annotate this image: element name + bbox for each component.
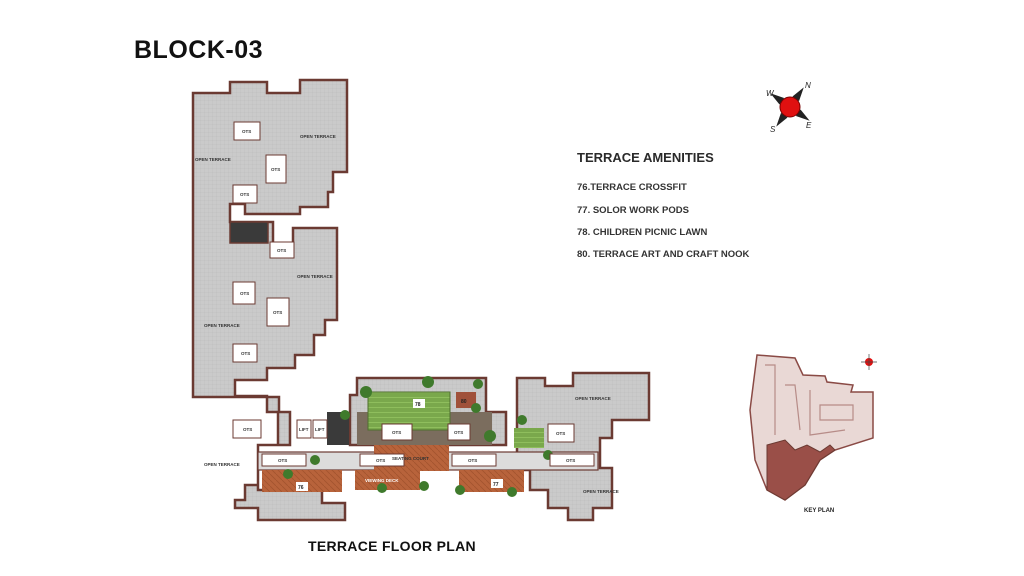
- label-80: 80: [461, 399, 467, 405]
- ots-label: OTS: [240, 192, 249, 197]
- open-terrace-label: OPEN TERRACE: [583, 489, 619, 494]
- compass-center: [779, 96, 801, 118]
- ots-label: OTS: [566, 458, 575, 463]
- ots-label: OTS: [241, 351, 250, 356]
- ots-label: OTS: [454, 430, 463, 435]
- stair-block: [229, 221, 269, 244]
- amenities-title: TERRACE AMENITIES: [577, 150, 714, 165]
- ots-label: OTS: [240, 291, 249, 296]
- compass-west-needle: [770, 93, 785, 105]
- amenity-item: 80. TERRACE ART AND CRAFT NOOK: [577, 249, 750, 260]
- compass-east-needle: [795, 109, 810, 121]
- amenity-item: 78. CHILDREN PICNIC LAWN: [577, 227, 708, 238]
- lift-label: LIFT: [315, 427, 325, 432]
- viewing-deck: [355, 470, 420, 490]
- compass-north-needle: [792, 87, 804, 102]
- compass-n-label: N: [805, 81, 811, 90]
- plan-title: TERRACE FLOOR PLAN: [308, 538, 476, 554]
- open-terrace-label: OPEN TERRACE: [204, 462, 240, 467]
- open-terrace-label: OPEN TERRACE: [195, 157, 231, 162]
- viewing-deck-label: VIEWING DECK: [365, 478, 399, 483]
- seating-court-label: SEATING COURT: [392, 456, 429, 461]
- amenity-item: 77. SOLOR WORK PODS: [577, 205, 689, 216]
- ots-label: OTS: [242, 129, 251, 134]
- label-76: 76: [298, 485, 304, 491]
- label-78: 78: [415, 402, 421, 408]
- ots-label: OTS: [271, 167, 280, 172]
- ots-label: OTS: [243, 427, 252, 432]
- art-nook-80: [456, 392, 476, 408]
- open-terrace-label: OPEN TERRACE: [575, 396, 611, 401]
- lift-core-block: [327, 412, 349, 445]
- compass-w-label: W: [766, 89, 775, 98]
- label-77: 77: [493, 482, 499, 488]
- key-plan-block-highlight: [766, 439, 836, 501]
- key-plan-label: KEY PLAN: [804, 508, 835, 514]
- amenity-item: 76.TERRACE CROSSFIT: [577, 182, 687, 193]
- key-plan-buildings: [765, 364, 854, 436]
- deck-76: [262, 470, 342, 492]
- right-tower-terrace: [515, 371, 651, 522]
- ots-label: OTS: [376, 458, 385, 463]
- open-terrace-label: OPEN TERRACE: [300, 134, 336, 139]
- ots-label: OTS: [278, 458, 287, 463]
- ots-label: OTS: [277, 248, 286, 253]
- open-terrace-label: OPEN TERRACE: [204, 323, 240, 328]
- ots-label: OTS: [392, 430, 401, 435]
- ots-boxes: [232, 121, 595, 467]
- ots-label: OTS: [273, 310, 282, 315]
- compass-s-label: S: [770, 125, 776, 134]
- compass-icon: N E S W: [766, 81, 812, 134]
- lift-label: LIFT: [299, 427, 309, 432]
- lawn-patch: [514, 428, 544, 448]
- compass-south-needle: [776, 112, 788, 127]
- trees: [283, 376, 553, 497]
- block-title: BLOCK-03: [134, 36, 264, 64]
- open-terrace-label: OPEN TERRACE: [297, 274, 333, 279]
- ots-label: OTS: [468, 458, 477, 463]
- ots-label: OTS: [556, 431, 565, 436]
- compass-e-label: E: [806, 121, 812, 130]
- key-plan: [749, 354, 877, 501]
